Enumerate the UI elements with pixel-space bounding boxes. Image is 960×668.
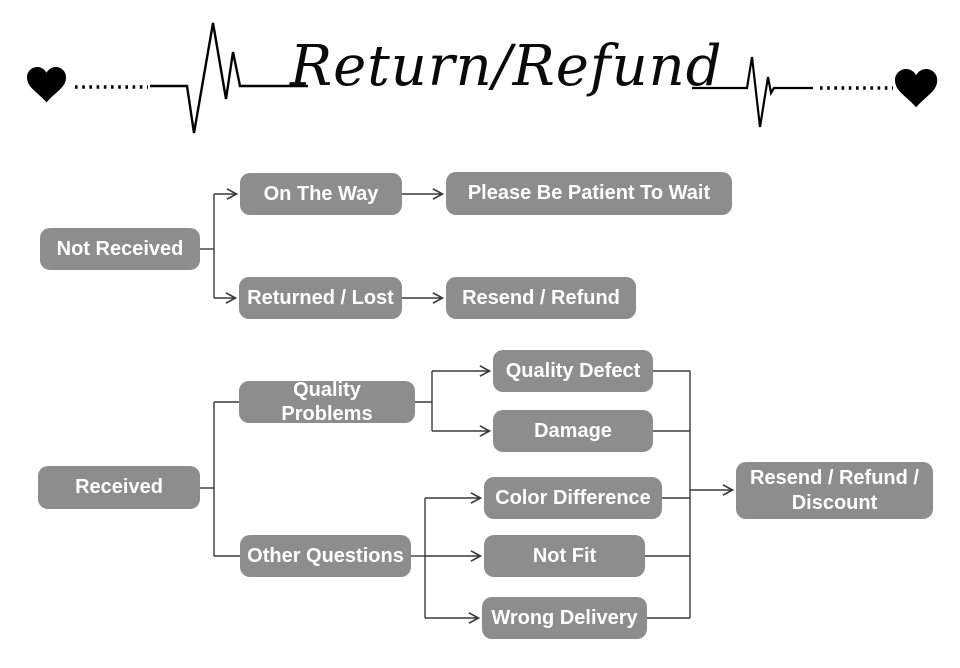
node-not-received: Not Received: [40, 228, 200, 270]
node-quality-problems: Quality Problems: [239, 379, 415, 425]
node-quality-defect: Quality Defect: [493, 350, 653, 392]
node-wrong-delivery: Wrong Delivery: [482, 597, 647, 639]
heart-icon: [27, 67, 67, 103]
heart-icon: [895, 69, 938, 108]
node-color-difference: Color Difference: [484, 477, 662, 519]
node-please-be-patient-to-wait: Please Be Patient To Wait: [446, 172, 732, 215]
heartbeat-line-left: [150, 22, 308, 134]
header-heartbeat-art: [27, 22, 938, 134]
node-resend-refund: Resend / Refund: [446, 277, 636, 319]
node-received: Received: [38, 466, 200, 509]
heartbeat-line-right: [692, 56, 813, 128]
node-damage: Damage: [493, 410, 653, 452]
page-title: Return/Refund: [290, 34, 723, 99]
node-returned-lost: Returned / Lost: [239, 277, 402, 319]
node-not-fit: Not Fit: [484, 535, 645, 577]
node-on-the-way: On The Way: [240, 173, 402, 215]
node-resend-refund-discount: Resend / Refund / Discount: [736, 462, 933, 519]
node-other-questions: Other Questions: [240, 535, 411, 577]
